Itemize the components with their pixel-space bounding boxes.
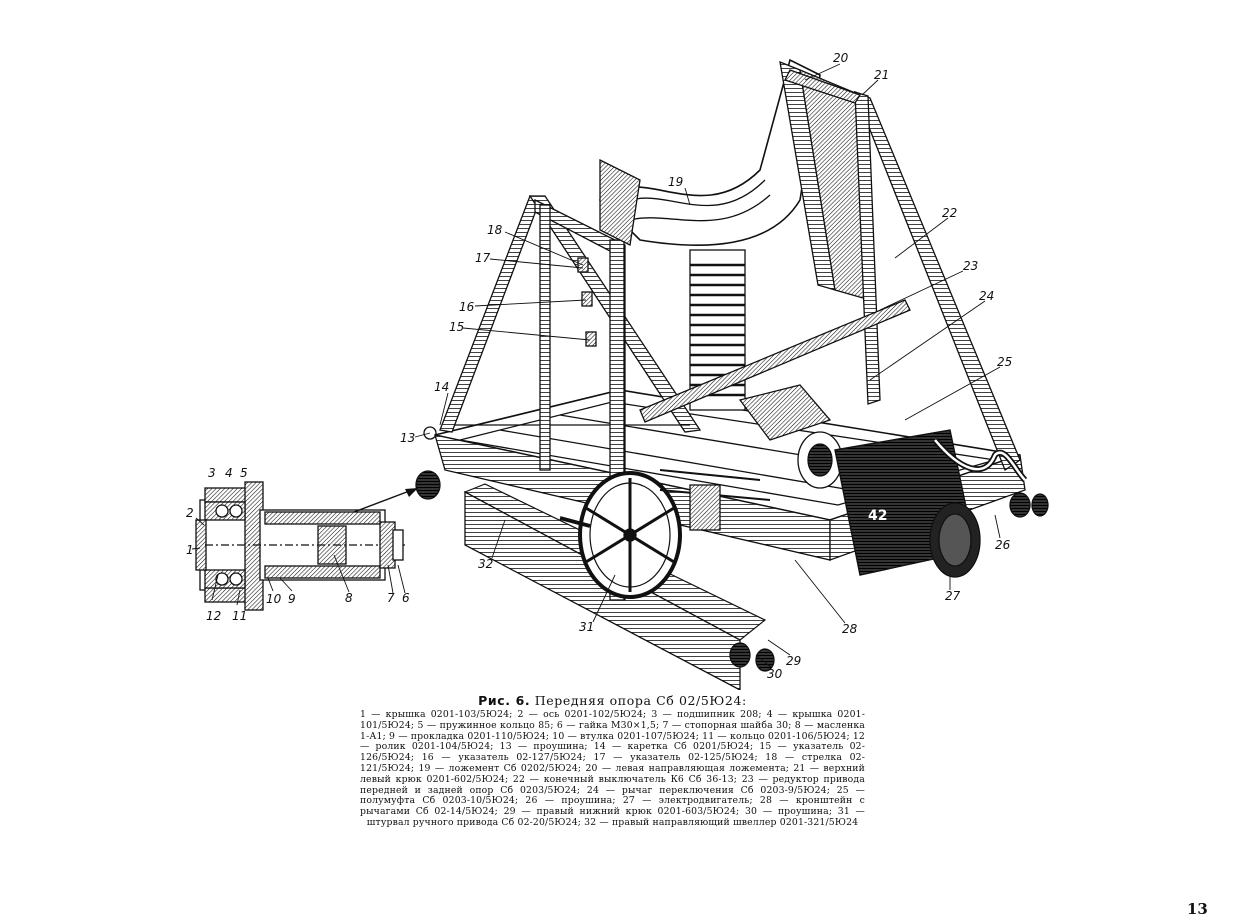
figure-label: Рис. 6.: [478, 693, 531, 708]
callout-23: 23: [963, 259, 978, 273]
callout-17: 17: [475, 251, 491, 265]
page-number: 13: [1187, 900, 1208, 918]
leader-lines: [191, 63, 1001, 669]
callout-26: 26: [995, 538, 1011, 552]
figure-title: Передняя опора Сб 02/5Ю24:: [534, 693, 747, 708]
callout-3: 3: [208, 466, 216, 480]
callout-5: 5: [240, 466, 248, 480]
cross-beam: [639, 299, 911, 423]
roller-section-view: [195, 481, 405, 611]
caption-title-line: Рис. 6. Передняя опора Сб 02/5Ю24:: [360, 693, 865, 708]
electric-motor: 42: [834, 429, 981, 578]
callout-1: 1: [186, 543, 194, 557]
callout-29: 29: [786, 654, 801, 668]
callout-16: 16: [459, 300, 475, 314]
gearbox: [738, 384, 832, 441]
callout-14: 14: [434, 380, 449, 394]
motor-marking: 42: [868, 508, 887, 524]
callout-2: 2: [186, 506, 194, 520]
callout-31: 31: [579, 620, 594, 634]
front-support-assembly: 42: [415, 58, 1049, 690]
callout-28: 28: [842, 622, 858, 636]
handwheel: [559, 471, 682, 599]
callout-30: 30: [767, 667, 783, 681]
callout-19: 19: [668, 175, 683, 189]
technical-illustration: 42: [186, 51, 1049, 690]
callout-6: 6: [402, 591, 410, 605]
callout-22: 22: [942, 206, 957, 220]
callout-13: 13: [400, 431, 415, 445]
callout-21: 21: [874, 68, 889, 82]
callout-labels: 1 2 3 4 5 6 7 8 9 10 11 12 13 14 15 16 1…: [186, 51, 1012, 681]
right-a-frame: [853, 90, 1021, 471]
callout-20: 20: [833, 51, 849, 65]
callout-27: 27: [945, 589, 961, 603]
callout-32: 32: [478, 557, 493, 571]
callout-18: 18: [487, 223, 503, 237]
callout-8: 8: [345, 591, 353, 605]
callout-9: 9: [288, 592, 296, 606]
callout-12: 12: [206, 609, 221, 623]
callout-10: 10: [266, 592, 282, 606]
callout-11: 11: [232, 609, 247, 623]
detail-arrow: [353, 489, 413, 513]
callout-15: 15: [449, 320, 464, 334]
parts-list: 1 — крышка 0201-103/5Ю24; 2 — ось 0201-1…: [360, 709, 865, 828]
callout-25: 25: [997, 355, 1012, 369]
callout-7: 7: [387, 591, 395, 605]
figure-caption: Рис. 6. Передняя опора Сб 02/5Ю24: 1 — к…: [360, 693, 865, 829]
callout-24: 24: [979, 289, 994, 303]
callout-4: 4: [225, 466, 233, 480]
